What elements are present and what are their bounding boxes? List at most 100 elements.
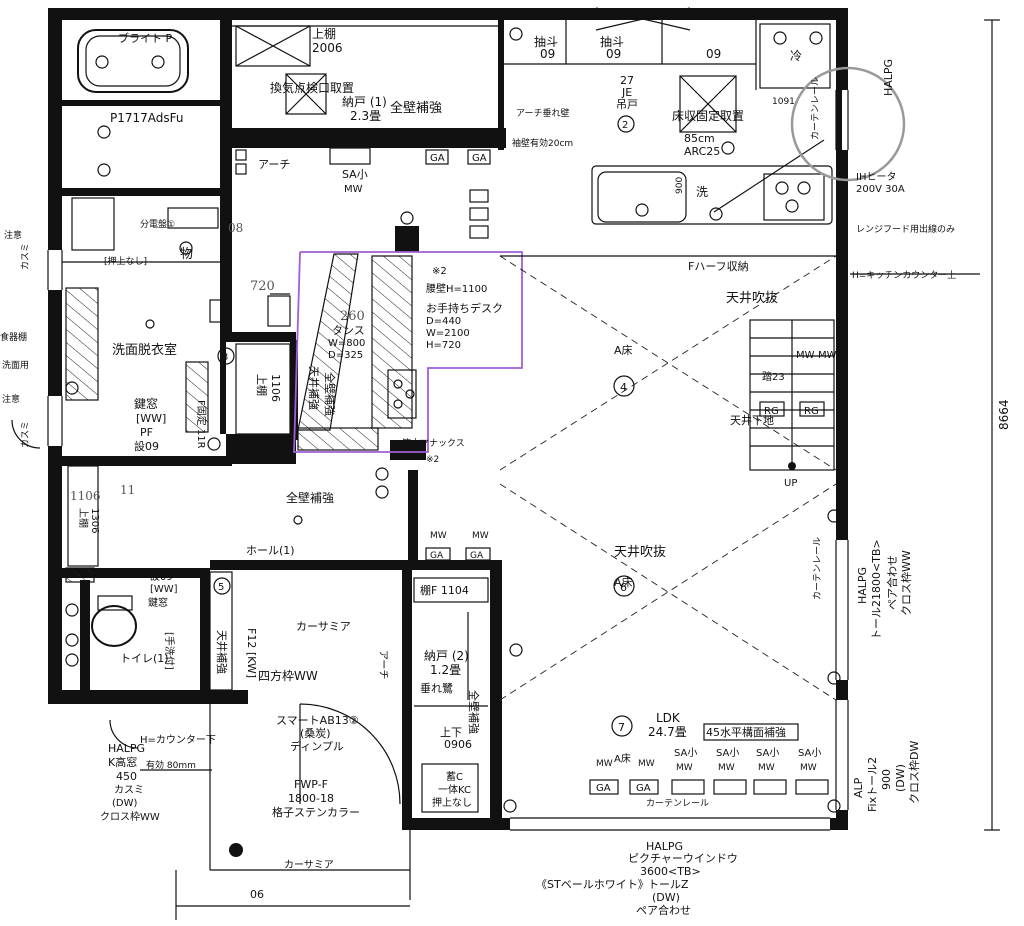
bath-brand: ブライト P bbox=[118, 31, 172, 45]
alp-frame-label: クロス枠DW bbox=[907, 741, 921, 804]
washroom-window: 鍵窓 bbox=[134, 396, 158, 411]
bottom-window-k: K高窓 bbox=[108, 755, 137, 769]
tansu-label: タンス bbox=[332, 324, 365, 337]
drawer-code: 09 bbox=[606, 47, 621, 61]
ceiling-reinforce-label: 天井補強 bbox=[307, 366, 321, 410]
mw-label: MW bbox=[344, 184, 363, 195]
bottom-window-label: HALPG bbox=[108, 742, 145, 755]
sa-label: SA小 bbox=[756, 747, 779, 759]
outlet-icon bbox=[509, 643, 523, 657]
outlet-icon bbox=[179, 241, 193, 255]
stair-width-dim: 900 bbox=[675, 177, 685, 194]
number-marker-text: 3 bbox=[222, 352, 228, 363]
storage-1 bbox=[232, 25, 498, 115]
total-dimension: 8664 bbox=[997, 399, 1011, 430]
washroom bbox=[62, 197, 220, 433]
waist-wall-label: 腰壁H=1100 bbox=[426, 282, 487, 295]
outlet-icon bbox=[827, 799, 841, 813]
toilet-window-code: [WW] bbox=[150, 584, 178, 595]
entry-dimension: 06 bbox=[250, 888, 264, 901]
sa-label: SA小 bbox=[716, 747, 739, 759]
horizontal-reinforce-label: 45水平構面補強 bbox=[706, 726, 786, 739]
bottom-window-glass: カスミ bbox=[114, 784, 144, 796]
washroom-window-code: 設09 bbox=[134, 439, 159, 453]
closet-box bbox=[235, 343, 291, 435]
note-label: 注意 bbox=[2, 393, 20, 405]
push-none-label: [押上なし] bbox=[104, 255, 147, 267]
sa-units bbox=[589, 779, 829, 795]
ga-label: GA bbox=[430, 551, 444, 561]
mw-label: MW bbox=[800, 763, 817, 773]
storage-column bbox=[209, 571, 233, 691]
door-model-label: FWP-F bbox=[294, 778, 328, 791]
range-hood-label: レンジフード用出線のみ bbox=[856, 223, 955, 235]
hall-equipment bbox=[425, 547, 491, 561]
outlet-icon bbox=[809, 31, 823, 45]
outlet-icon bbox=[721, 141, 735, 155]
hanging-cabinet-label: 吊戸 bbox=[616, 98, 638, 111]
toilet-window-code: 設09 bbox=[150, 570, 173, 583]
floor-fixed-label: 床収固定取置 bbox=[672, 108, 744, 123]
ceiling-lower-label: 天井下地 bbox=[730, 413, 774, 427]
kw-code: F12 [KW] bbox=[245, 628, 258, 678]
drawer-code: 09 bbox=[706, 47, 721, 61]
ih-power-label: 200V 30A bbox=[856, 184, 905, 195]
rg-label: RG bbox=[804, 406, 819, 417]
outlet-icon bbox=[827, 671, 841, 685]
mw-label: MW bbox=[676, 763, 693, 773]
drawer-label: 抽斗 bbox=[600, 35, 624, 49]
storage2-size: 1.2畳 bbox=[430, 663, 461, 677]
drawer-label: 抽斗 bbox=[534, 35, 558, 49]
distribution-board-label: 分電盤① bbox=[140, 218, 175, 230]
sa-label: SA小 bbox=[674, 747, 697, 759]
bottom-window-size: 450 bbox=[116, 770, 137, 783]
right-window-pair: ペア合わせ bbox=[885, 555, 899, 610]
light-icon bbox=[293, 515, 303, 525]
fridge-label: 冷 bbox=[790, 49, 802, 63]
ga-label: GA bbox=[470, 551, 484, 561]
je-label: JE bbox=[621, 86, 632, 99]
outlet-icon bbox=[503, 799, 517, 813]
washroom-name: 洗面脱衣室 bbox=[112, 342, 177, 358]
alp-label: ALP bbox=[852, 777, 865, 798]
ceiling-void-label: 天井吹抜 bbox=[726, 290, 778, 306]
entrance bbox=[11, 419, 411, 920]
full-reinforce-label: 全壁補強 bbox=[286, 490, 334, 505]
storage-2 bbox=[413, 577, 489, 813]
full-reinforce-label: 全壁補強 bbox=[390, 100, 442, 116]
outlet-icon bbox=[257, 129, 271, 143]
kasagi-label: 笠木マナックス bbox=[402, 437, 465, 449]
note-mark: ※2 bbox=[432, 266, 447, 277]
tansu-depth: D=325 bbox=[328, 350, 363, 361]
outlet-icon bbox=[827, 509, 841, 523]
outlet-icon bbox=[65, 381, 79, 395]
hanging-wall-label: 垂れ鷺 bbox=[420, 681, 453, 695]
picture-window-label: HALPG bbox=[646, 840, 683, 853]
arch-hanging-label: アーチ垂れ壁 bbox=[516, 107, 569, 119]
number-marker-text: 6 bbox=[620, 581, 627, 594]
note-label: 注意 bbox=[4, 229, 22, 241]
ih-spec-label: IHヒータ bbox=[856, 171, 896, 183]
picture-window-dw: (DW) bbox=[652, 891, 680, 904]
outlet-icon bbox=[207, 437, 221, 451]
number-marker bbox=[617, 115, 635, 133]
mw-label: MW bbox=[596, 759, 613, 769]
washroom-window-spec: [WW] bbox=[136, 412, 166, 425]
picture-window-size: 3600<TB> bbox=[640, 865, 701, 878]
outlet-icon bbox=[375, 467, 389, 481]
hall-label: ホール(1) bbox=[246, 544, 295, 557]
entry-type-label: ディンプル bbox=[290, 739, 344, 753]
storage-effective-label: 袖壁有効20cm bbox=[512, 137, 573, 149]
storage1-name: 納戸 (1) bbox=[342, 95, 387, 109]
ga-label: GA bbox=[596, 783, 611, 794]
desk-depth: D=440 bbox=[426, 316, 461, 327]
light-icon bbox=[145, 319, 155, 329]
bottom-window-frame: クロス枠WW bbox=[100, 810, 160, 823]
sink-label: 洗 bbox=[696, 185, 708, 199]
floor-marker-label: A床 bbox=[614, 752, 631, 765]
picture-window-glass: トールZ bbox=[648, 878, 689, 891]
windows-left bbox=[42, 90, 854, 834]
floor-spec-label: 85cm bbox=[684, 132, 715, 145]
shelf-f-label: 棚F 1104 bbox=[420, 583, 469, 597]
shoes-code-label: 0906 bbox=[444, 738, 472, 751]
